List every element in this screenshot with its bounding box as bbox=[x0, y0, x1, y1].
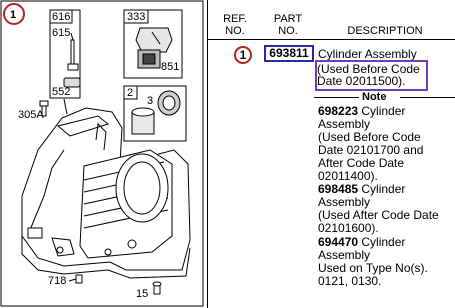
row-ref-number[interactable]: 1 bbox=[234, 46, 252, 64]
note-divider: Note bbox=[314, 91, 455, 103]
note-line: Assembly bbox=[318, 195, 371, 210]
row-used-line2: Date 02011500). bbox=[317, 74, 406, 88]
note-label: Note bbox=[362, 91, 387, 103]
sleeve-part bbox=[131, 107, 155, 135]
inset-b-number: 333 bbox=[127, 11, 145, 23]
row-used-line1: (Used Before Code bbox=[317, 62, 420, 76]
note-line: 0121, 0130. bbox=[318, 273, 382, 288]
note-line: Assembly bbox=[318, 117, 371, 132]
header-part-no: PART NO. bbox=[262, 13, 314, 37]
seal-part bbox=[157, 90, 181, 116]
note-line: 02101600). bbox=[318, 221, 379, 236]
note-part-number[interactable]: 698223 bbox=[318, 104, 359, 118]
parts-diagram-svg: 1 616 615 333 851 2 3 bbox=[0, 0, 204, 307]
diagram-ref-circle bbox=[3, 3, 25, 25]
note-line: 698223 Cylinder bbox=[318, 104, 406, 118]
note-line: 02011400). bbox=[318, 169, 378, 184]
note-line: (Used Before Code bbox=[318, 130, 421, 145]
note-line: 694470 Cylinder bbox=[318, 234, 406, 249]
callout-552: 552 bbox=[52, 86, 70, 98]
pin-part bbox=[63, 39, 81, 88]
row-part-number[interactable]: 693811 bbox=[264, 45, 314, 62]
note-line: After Code Date bbox=[318, 156, 405, 171]
note-part-number[interactable]: 694470 bbox=[318, 234, 359, 249]
note-line: Date 02101700 and bbox=[318, 143, 424, 158]
dowel-part bbox=[75, 274, 83, 284]
header-divider bbox=[208, 39, 455, 40]
callout-718: 718 bbox=[48, 275, 66, 287]
plug-part bbox=[152, 281, 162, 295]
note-part-number[interactable]: 698485 bbox=[318, 182, 359, 197]
callout-15: 15 bbox=[136, 288, 148, 300]
header-ref-line1: REF. bbox=[223, 13, 247, 25]
note-line: Assembly bbox=[318, 247, 371, 262]
header-description: DESCRIPTION bbox=[347, 25, 423, 37]
row-part-name: Cylinder Assembly bbox=[318, 47, 417, 61]
parts-diagram: 1 616 615 333 851 2 3 bbox=[0, 0, 204, 308]
inset-b-part: 851 bbox=[161, 61, 179, 73]
note-line: 698485 Cylinder bbox=[318, 182, 406, 197]
header-part-line2: NO. bbox=[278, 25, 298, 37]
inset-b-box bbox=[123, 9, 183, 79]
header-ref-line2: NO. bbox=[225, 25, 245, 37]
inset-c-number: 2 bbox=[127, 87, 133, 99]
screw-part bbox=[39, 100, 49, 117]
inset-a-part: 615 bbox=[52, 27, 70, 39]
cylinder-block bbox=[21, 107, 191, 279]
diagram-ref-label: 1 bbox=[10, 9, 16, 21]
ignition-coil-part bbox=[135, 27, 173, 69]
inset-c-part: 3 bbox=[147, 95, 153, 107]
header-ref-no: REF. NO. bbox=[212, 13, 258, 37]
inset-c-box bbox=[123, 85, 187, 142]
note-line: (Used After Code Date bbox=[318, 208, 439, 223]
callout-305a: 305A bbox=[18, 109, 44, 121]
note-line: Used on Type No(s). bbox=[318, 260, 428, 275]
parts-table: REF. NO. PART NO. DESCRIPTION 1 693811 C… bbox=[207, 0, 455, 308]
header-part-line1: PART bbox=[273, 13, 303, 25]
used-before-highlight bbox=[315, 60, 428, 91]
inset-a-number: 616 bbox=[52, 11, 70, 23]
